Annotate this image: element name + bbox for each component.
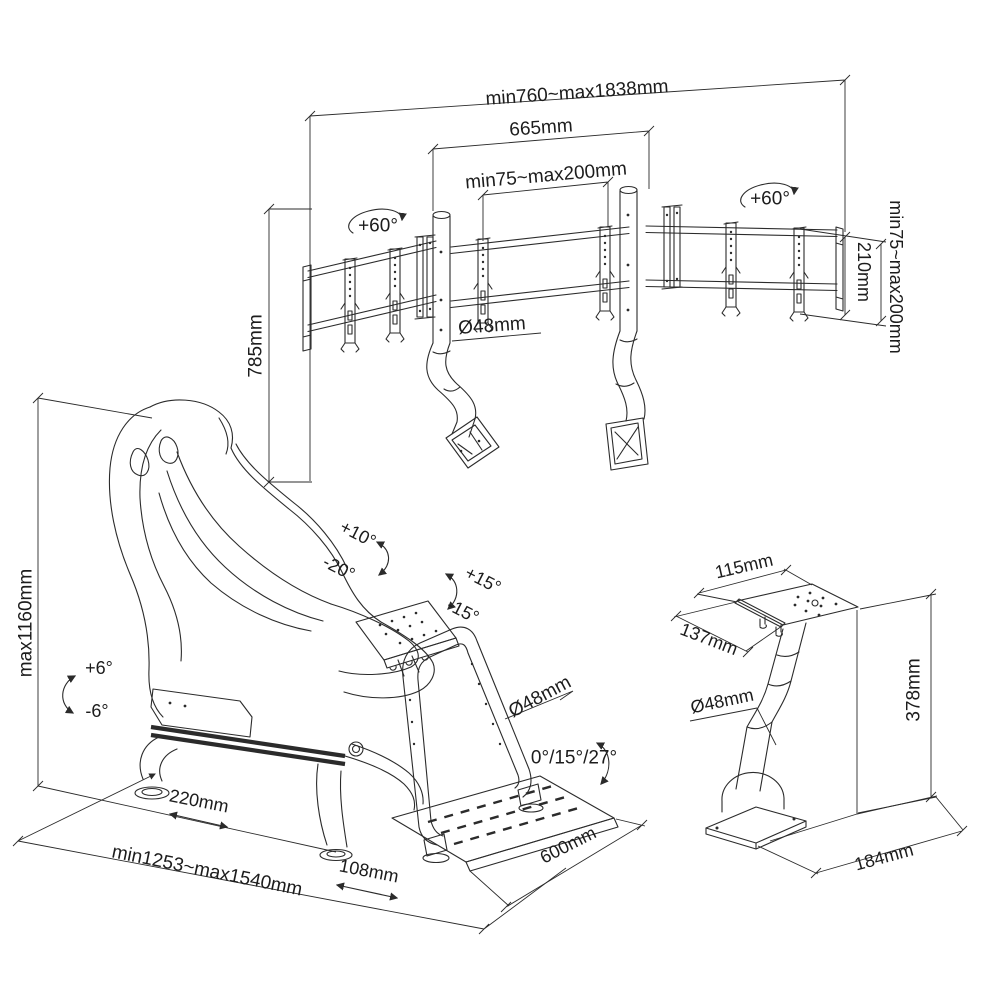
double-arrow-icon [335,882,399,901]
tilt-right-label: +60° [750,188,790,210]
rotation-arrow-icon [375,541,390,576]
monitor-pole-left [426,210,500,469]
column-height-label: 378mm [903,658,925,722]
rotation-arrow-icon [444,573,458,610]
monitor-pole-right [605,185,649,471]
max-height-label: max1160mm [15,568,37,678]
rotation-arrow-icon [740,182,799,208]
rotation-arrow-icon [595,742,610,785]
pole-detail [705,583,938,850]
rotation-arrow-icon [62,675,77,714]
pole-detail-dimension-lines [670,564,968,879]
monitor-rail [302,225,844,352]
double-arrow-icon [168,811,229,830]
pedal-angles-label: 0°/15°/27° [530,747,618,769]
front-frame-loop [402,626,544,864]
tilt-left-label: +60° [358,215,398,237]
seat-frame [134,736,424,862]
vesa-brackets [340,204,809,353]
wheel-deck [355,600,460,677]
seat-recline-up-label: +6° [85,658,113,678]
monitor-dimension-lines [263,74,887,488]
rotation-arrow-icon [348,208,407,234]
bracket-height-label: 210mm [854,241,874,303]
pedal-plate [391,775,619,872]
pole-height-label: 785mm [245,314,267,378]
seat-recline-down-label: -6° [85,701,109,721]
tube-diameter-top-label: Ø48mm [457,313,527,339]
vesa-range-right-label: min75~max200mm [886,200,906,354]
dim-center-width-label: 665mm [508,115,574,141]
cockpit-dimension-lines [12,392,648,935]
racing-seat [108,399,435,767]
